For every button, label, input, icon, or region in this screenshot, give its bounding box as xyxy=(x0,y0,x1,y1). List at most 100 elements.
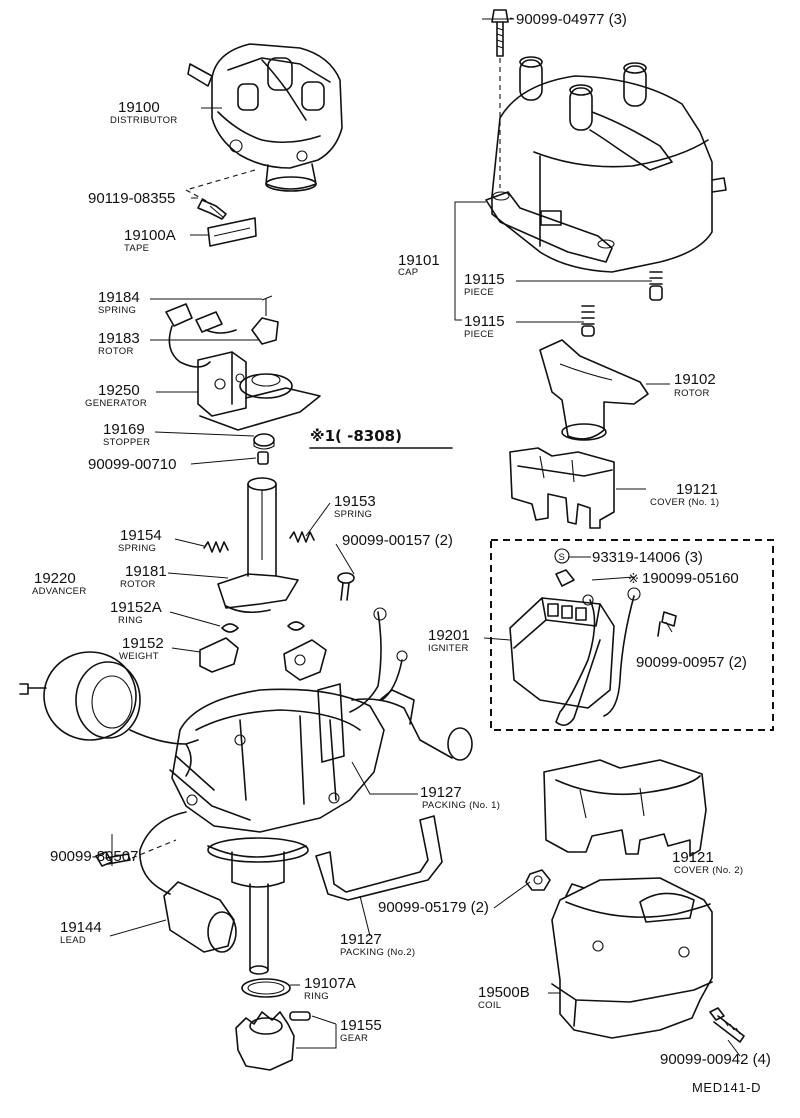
label-19183-name: ROTOR xyxy=(98,346,134,357)
label-19183-number: 19183 xyxy=(98,330,140,347)
label-19220-number: 19220 xyxy=(34,570,76,587)
label-19181-name: ROTOR xyxy=(120,579,156,590)
label-19152a-number: 19152A xyxy=(110,599,162,616)
label-19121-no1-name: COVER (No. 1) xyxy=(650,497,719,508)
weight-illustration[interactable] xyxy=(199,637,327,681)
distributor-housing-illustration[interactable] xyxy=(169,683,385,975)
label-19115-a-name: PIECE xyxy=(464,287,494,298)
coil-illustration[interactable] xyxy=(551,877,713,1039)
label-19101-name: CAP xyxy=(398,267,418,278)
label-90099-04977: 90099-04977 (3) xyxy=(516,11,627,28)
label-19152a-name: RING xyxy=(118,615,143,626)
label-19107a-name: RING xyxy=(304,991,329,1002)
circled-s-symbol xyxy=(554,548,570,564)
label-19500b-number: 19500B xyxy=(478,984,530,1001)
washer-00710-illustration[interactable] xyxy=(257,451,269,465)
label-19144-number: 19144 xyxy=(60,919,102,936)
label-19169-number: 19169 xyxy=(103,421,145,438)
label-19144-name: LEAD xyxy=(60,935,86,946)
spring-19154-illustration[interactable] xyxy=(203,541,229,553)
gear-illustration[interactable] xyxy=(235,1011,311,1071)
distributor-illustration[interactable] xyxy=(187,43,343,192)
label-19155-name: GEAR xyxy=(340,1033,368,1044)
screw-93319-illustration[interactable] xyxy=(555,569,575,587)
stopper-illustration[interactable] xyxy=(253,433,275,450)
wiring-harness-illustration[interactable] xyxy=(349,607,473,761)
label-19100-number: 19100 xyxy=(118,99,160,116)
label-19201-number: 19201 xyxy=(428,627,470,644)
ring-19107a-illustration[interactable] xyxy=(241,978,291,998)
label-19153-name: SPRING xyxy=(334,509,372,520)
label-90119-08355: 90119-08355 xyxy=(88,190,175,207)
note-applicability: ※1( -8308) xyxy=(310,427,402,445)
label-19102-name: ROTOR xyxy=(674,388,710,399)
cap-bolt-illustration[interactable] xyxy=(491,9,509,57)
circled-s-letter: S xyxy=(559,552,566,563)
bolt-90119-08355-illustration[interactable] xyxy=(197,199,227,220)
label-19127-no1-name: PACKING (No. 1) xyxy=(422,800,500,811)
label-19115-a-number: 19115 xyxy=(464,271,505,288)
label-19169-name: STOPPER xyxy=(103,437,150,448)
label-19220-name: ADVANCER xyxy=(32,586,86,597)
label-19121-no1-number: 19121 xyxy=(676,481,718,498)
label-19115-b-number: 19115 xyxy=(464,313,505,330)
label-19155-number: 19155 xyxy=(340,1017,382,1034)
label-93319-14006: 93319-14006 (3) xyxy=(592,549,703,566)
asterisk-symbol: ※ xyxy=(628,572,639,587)
label-19100-name: DISTRIBUTOR xyxy=(110,115,178,126)
label-19250-number: 19250 xyxy=(98,382,140,399)
label-19500b-name: COIL xyxy=(478,1000,501,1011)
label-19127-no1-number: 19127 xyxy=(420,784,462,801)
callout-labels: 90099-04977 (3) 19100 DISTRIBUTOR 90119-… xyxy=(32,11,771,1095)
label-90099-00942: 90099-00942 (4) xyxy=(660,1051,771,1068)
label-90099-80507: 90099-80507 xyxy=(50,848,138,865)
advancer-illustration[interactable] xyxy=(19,651,199,777)
igniter-illustration[interactable] xyxy=(509,587,641,726)
label-19127-no2-number: 19127 xyxy=(340,931,382,948)
label-19201-name: IGNITER xyxy=(428,643,469,654)
label-19127-no2-name: PACKING (No.2) xyxy=(340,947,415,958)
label-19101-number: 19101 xyxy=(398,252,440,269)
label-19121-no2-number: 19121 xyxy=(672,849,714,866)
governor-shaft-illustration[interactable] xyxy=(217,477,299,614)
screw-00957-illustration[interactable] xyxy=(657,611,677,637)
label-90099-00157: 90099-00157 (2) xyxy=(342,532,453,549)
nut-05179-illustration[interactable] xyxy=(525,869,551,891)
label-19152-name: WEIGHT xyxy=(119,651,159,662)
label-19153-number: 19153 xyxy=(334,493,376,510)
label-90099-00710: 90099-00710 xyxy=(88,456,176,473)
label-19121-no2-name: COVER (No. 2) xyxy=(674,865,743,876)
screw-00157-illustration[interactable] xyxy=(337,572,355,601)
leader-lines xyxy=(109,17,741,1057)
igniter-kit-box xyxy=(490,539,774,731)
distributor-cap-illustration[interactable] xyxy=(485,56,727,273)
label-19250-name: GENERATOR xyxy=(85,398,147,409)
cover-no2-illustration[interactable] xyxy=(543,759,707,857)
piece-spring-illustration[interactable] xyxy=(581,271,663,337)
label-19107a-number: 19107A xyxy=(304,975,356,992)
label-19154-number: 19154 xyxy=(120,527,162,544)
label-19154-name: SPRING xyxy=(118,543,156,554)
label-19181-number: 19181 xyxy=(125,563,167,580)
rotor-19102-illustration[interactable] xyxy=(539,339,649,441)
tape-illustration[interactable] xyxy=(207,217,257,247)
bolt-00942-illustration[interactable] xyxy=(709,1007,745,1043)
diagram-code: MED141-D xyxy=(692,1080,761,1095)
label-190099-05160: 190099-05160 xyxy=(642,570,739,587)
label-19100a-name: TAPE xyxy=(124,243,149,254)
label-19100a-number: 19100A xyxy=(124,227,176,244)
cover-no1-illustration[interactable] xyxy=(509,447,615,529)
spring-19153-illustration[interactable] xyxy=(289,531,315,543)
lead-illustration[interactable] xyxy=(139,811,237,953)
generator-illustration[interactable] xyxy=(165,295,321,431)
label-19152-number: 19152 xyxy=(122,635,164,652)
label-19102-number: 19102 xyxy=(674,371,716,388)
label-19115-b-name: PIECE xyxy=(464,329,494,340)
label-19184-name: SPRING xyxy=(98,305,136,316)
label-90099-00957: 90099-00957 (2) xyxy=(636,654,747,671)
label-90099-05179: 90099-05179 (2) xyxy=(378,899,489,916)
packing-no2-illustration[interactable] xyxy=(315,815,443,901)
label-19184-number: 19184 xyxy=(98,289,140,306)
ring-19152a-illustration[interactable] xyxy=(221,621,305,633)
